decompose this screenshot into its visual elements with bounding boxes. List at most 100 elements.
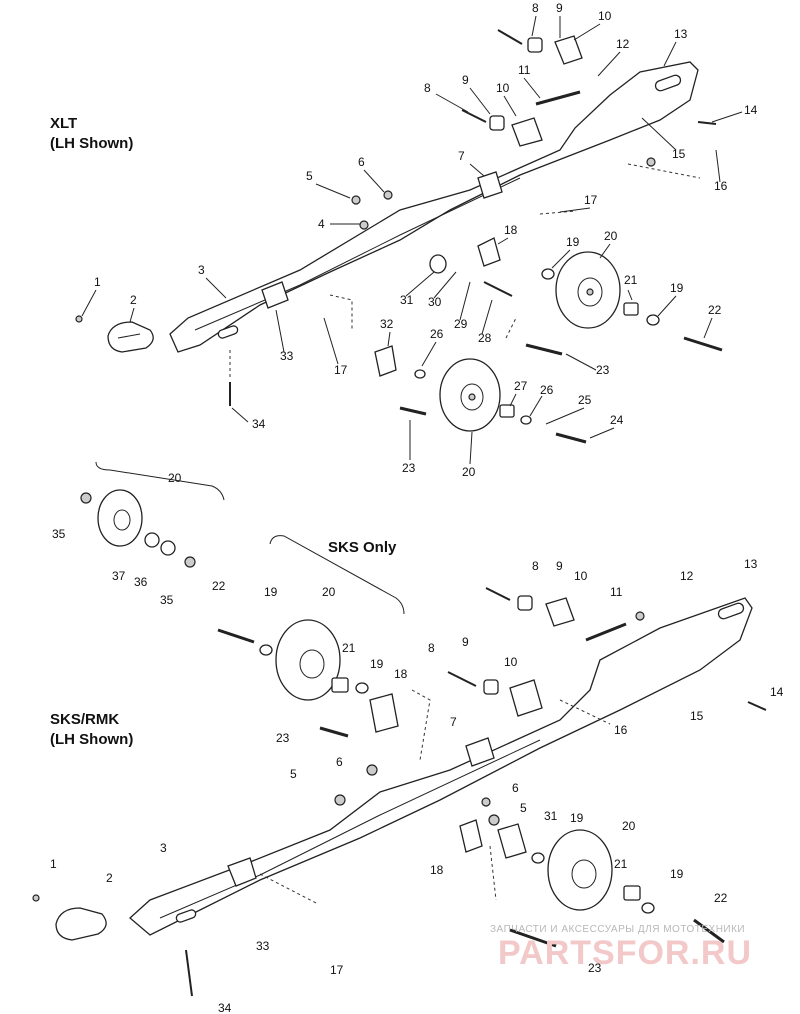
svg-text:19: 19: [670, 281, 684, 295]
sks-bolt-23: [319, 726, 349, 738]
svg-text:36: 36: [134, 575, 148, 589]
detail-callouts: 20 35 37 36 35: [52, 471, 182, 607]
sksrmk-spacer-10-mid: [509, 679, 543, 717]
svg-text:23: 23: [402, 461, 416, 475]
xlt-bracket-32: [374, 345, 397, 377]
xlt-nut-16: [646, 157, 656, 167]
xlt-bolt-28: [483, 281, 513, 297]
svg-text:32: 32: [380, 317, 394, 331]
svg-text:8: 8: [532, 559, 539, 573]
svg-text:15: 15: [672, 147, 686, 161]
xlt-washer-31: [429, 254, 447, 274]
xlt-title-line1: XLT: [50, 115, 77, 132]
detail-bearing-37: [144, 532, 160, 548]
detail-nut-35b: [184, 556, 196, 568]
xlt-bushing-9-top: [527, 37, 543, 53]
watermark-logo: PARTSFOR.RU: [498, 934, 752, 972]
xlt-bolt-22: [683, 336, 723, 352]
xlt-nut-4: [359, 220, 369, 230]
svg-text:5: 5: [520, 801, 527, 815]
svg-text:30: 30: [428, 295, 442, 309]
svg-text:22: 22: [212, 579, 226, 593]
svg-text:12: 12: [616, 37, 630, 51]
wheel-detail: [80, 461, 225, 568]
svg-text:35: 35: [52, 527, 66, 541]
svg-text:16: 16: [714, 179, 728, 193]
xlt-bolt-23b: [399, 406, 427, 416]
svg-text:18: 18: [394, 667, 408, 681]
xlt-spacer-21: [623, 302, 639, 316]
xlt-title-line2: (LH Shown): [50, 135, 133, 152]
svg-text:5: 5: [306, 169, 313, 183]
svg-text:25: 25: [578, 393, 592, 407]
svg-text:6: 6: [336, 755, 343, 769]
sksrmk-rail-slot-front: [175, 909, 197, 923]
sksrmk-block-33: [227, 857, 257, 887]
svg-text:37: 37: [112, 569, 126, 583]
svg-text:11: 11: [610, 585, 623, 599]
svg-text:5: 5: [290, 767, 297, 781]
sks-bolt-22: [217, 628, 255, 644]
sksrmk-washer-19b: [641, 902, 655, 914]
leader-lines: [81, 15, 743, 465]
sksrmk-bushing-9-mid: [483, 679, 499, 695]
svg-text:9: 9: [556, 559, 563, 573]
svg-text:34: 34: [218, 1001, 232, 1014]
sks-only-callouts: 22 19 20 21 19 18 23: [212, 579, 408, 745]
sksrmk-nut-5a: [334, 794, 346, 806]
svg-text:6: 6: [358, 155, 365, 169]
svg-text:1: 1: [50, 857, 57, 871]
svg-text:19: 19: [570, 811, 584, 825]
xlt-washer-26a: [414, 369, 426, 379]
svg-text:2: 2: [106, 871, 113, 885]
sksrmk-nut-5b: [488, 814, 500, 826]
xlt-nut-5: [351, 195, 361, 205]
svg-text:17: 17: [334, 363, 348, 377]
sksrmk-block-7: [465, 737, 495, 767]
svg-text:6: 6: [512, 781, 519, 795]
sksrmk-bolt-part-1: [32, 894, 40, 902]
xlt-block-33: [261, 281, 289, 309]
svg-text:19: 19: [370, 657, 384, 671]
detail-nut-35a: [80, 492, 92, 504]
svg-text:14: 14: [744, 103, 758, 117]
xlt-bolt-8-mid: [461, 109, 487, 123]
svg-text:21: 21: [342, 641, 356, 655]
svg-text:22: 22: [714, 891, 728, 905]
sksrmk-bushing-9-top: [517, 595, 533, 611]
svg-text:20: 20: [604, 229, 618, 243]
svg-text:10: 10: [574, 569, 588, 583]
svg-text:19: 19: [264, 585, 278, 599]
svg-text:8: 8: [532, 1, 539, 15]
svg-text:14: 14: [770, 685, 784, 699]
svg-text:20: 20: [462, 465, 476, 479]
svg-text:29: 29: [454, 317, 468, 331]
svg-text:20: 20: [622, 819, 636, 833]
xlt-bolt-11: [535, 90, 581, 106]
sksrmk-rail-slot: [717, 602, 745, 620]
xlt-callouts: 1 2 3 4 5 6 7 8 9 10 8 9 10 11 12 13 14 …: [94, 1, 758, 479]
svg-text:20: 20: [322, 585, 336, 599]
sksrmk-nut-12: [635, 611, 645, 621]
sksrmk-callouts: 8 9 10 11 12 13 8 9 10 14 15 16 7 6 5 6 …: [50, 557, 784, 1014]
sksrmk-wheel-20: [547, 829, 613, 911]
sksrmk-diagram: [32, 535, 767, 997]
svg-text:15: 15: [690, 709, 704, 723]
svg-text:10: 10: [598, 9, 612, 23]
sksrmk-washer-19a: [531, 852, 545, 864]
svg-text:7: 7: [458, 149, 465, 163]
sksrmk-bolt-14: [747, 701, 767, 711]
svg-text:33: 33: [280, 349, 294, 363]
svg-text:19: 19: [566, 235, 580, 249]
svg-text:16: 16: [614, 723, 628, 737]
sksrmk-bolt-11: [585, 622, 627, 642]
svg-text:27: 27: [514, 379, 528, 393]
detail-wheel-20: [97, 489, 143, 547]
xlt-tip-part-2: [107, 321, 154, 353]
xlt-washer-26b: [520, 415, 532, 425]
svg-text:9: 9: [462, 635, 469, 649]
svg-text:13: 13: [744, 557, 758, 571]
sksrmk-bolt-8-mid: [447, 671, 477, 687]
xlt-spacer-27: [499, 404, 515, 418]
sksrmk-spacer-21: [623, 885, 641, 901]
